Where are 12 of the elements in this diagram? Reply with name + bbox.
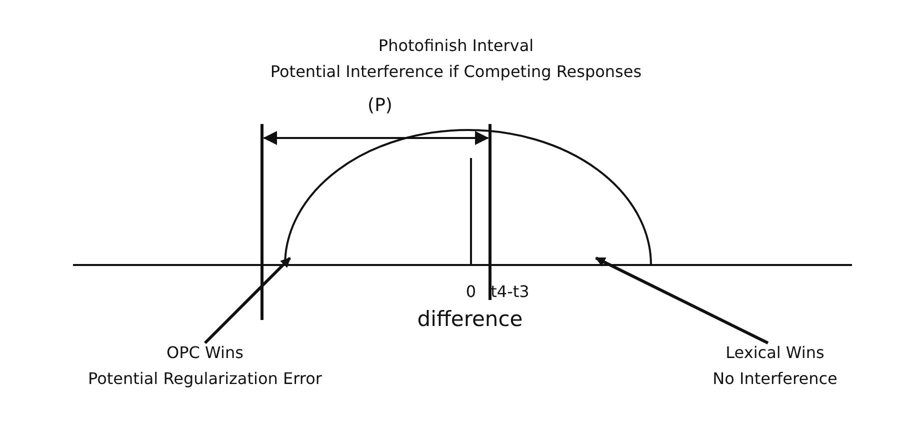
outcome-label: Lexical Wins bbox=[726, 342, 824, 364]
outcome-description: No Interference bbox=[712, 368, 838, 390]
axis-label: difference bbox=[417, 307, 523, 332]
outcome-label: OPC Wins bbox=[166, 342, 244, 364]
interval-label: (P) bbox=[368, 95, 392, 117]
tick-label: 0 bbox=[466, 282, 476, 302]
diagram-title: Photofinish Interval bbox=[378, 36, 534, 56]
tick-label: t4-t3 bbox=[490, 282, 530, 302]
outcome-description: Potential Regularization Error bbox=[88, 368, 322, 390]
subtitle: Potential Interference if Competing Responses bbox=[270, 62, 642, 82]
arrow bbox=[595, 256, 769, 344]
arrow bbox=[204, 256, 292, 344]
